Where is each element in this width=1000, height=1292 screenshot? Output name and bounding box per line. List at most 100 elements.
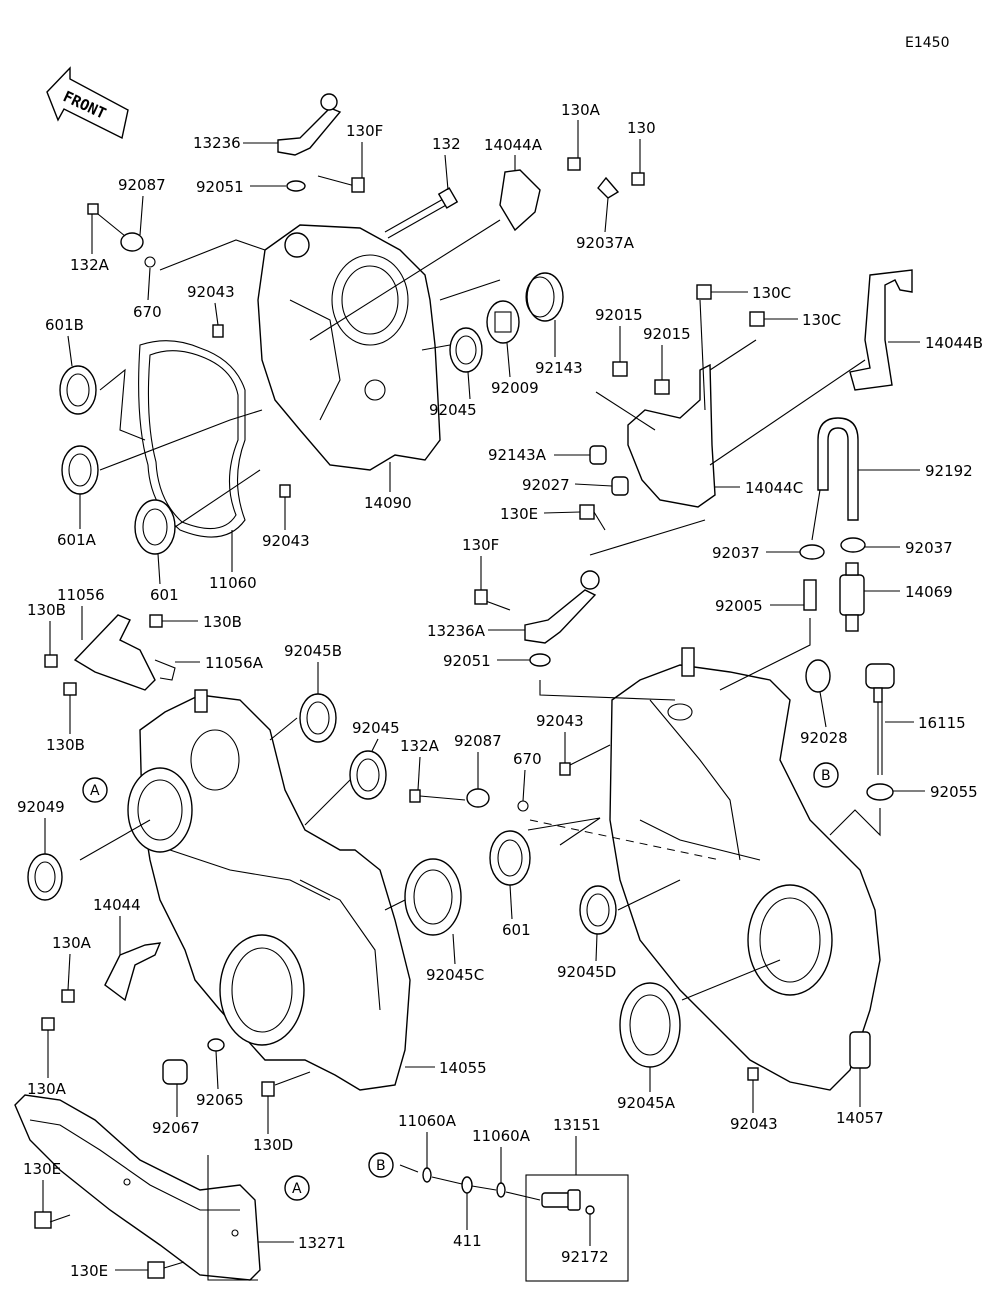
label-601-mid: 601	[502, 921, 531, 939]
label-92005: 92005	[715, 597, 763, 615]
hose-92192-icon	[817, 417, 859, 521]
bolt-130E-bottom-icon	[147, 1261, 165, 1279]
diagram-code: E1450	[905, 35, 949, 51]
clamp-92037-right-icon	[840, 537, 866, 553]
label-132-top: 132	[432, 135, 461, 153]
seal-92049-icon	[27, 853, 63, 901]
clamp-92037-left-icon	[799, 544, 825, 560]
label-92028: 92028	[800, 729, 848, 747]
cover-assembly	[59, 93, 645, 555]
bottom-assembly	[14, 1094, 629, 1282]
label-130A-left: 130A	[52, 934, 92, 952]
label-130E-bottom: 130E	[70, 1262, 108, 1280]
plug-92067-icon	[162, 1059, 188, 1085]
right-case-assembly	[529, 618, 895, 1091]
collar-92143-icon	[525, 272, 564, 322]
svg-text:B: B	[821, 768, 831, 784]
label-92045-top: 92045	[429, 401, 477, 419]
label-92065: 92065	[196, 1091, 244, 1109]
label-92055: 92055	[930, 783, 978, 801]
label-130C-a: 130C	[752, 284, 791, 302]
breather-assembly	[474, 269, 913, 667]
label-92043-top: 92043	[187, 283, 235, 301]
label-92045B: 92045B	[284, 642, 342, 660]
label-92051-mid: 92051	[443, 652, 491, 670]
label-92027: 92027	[522, 476, 570, 494]
washer-92065-icon	[207, 1038, 225, 1052]
breather-filter-14069-icon	[839, 562, 865, 632]
label-92143-top: 92143	[535, 359, 583, 377]
ref-letter-B-bottom: B	[368, 1152, 394, 1178]
label-130A-top: 130A	[561, 101, 601, 119]
bearing-92045A-icon	[619, 982, 681, 1068]
bearing-92045-mid-icon	[349, 750, 387, 800]
bearing-92045B-icon	[299, 693, 337, 743]
label-130C-b: 130C	[802, 311, 841, 329]
label-11056A: 11056A	[205, 654, 264, 672]
svg-text:A: A	[292, 1181, 302, 1197]
label-92087-top: 92087	[118, 176, 166, 194]
front-arrow-icon: FRONT	[46, 66, 129, 140]
label-14044A: 14044A	[484, 136, 543, 154]
bolt-130E-mid-icon	[579, 504, 595, 520]
label-92009: 92009	[491, 379, 539, 397]
sensor-13151-icon	[541, 1189, 595, 1215]
label-14044: 14044	[93, 896, 141, 914]
label-130F-mid: 130F	[462, 536, 499, 554]
washer-92051-top-icon	[286, 180, 306, 192]
svg-text:A: A	[90, 783, 100, 799]
label-11060A-a: 11060A	[398, 1112, 457, 1130]
label-130A-bottom: 130A	[27, 1080, 67, 1098]
label-92087-mid: 92087	[454, 732, 502, 750]
bearing-601A-icon	[61, 445, 99, 495]
label-92143A: 92143A	[488, 446, 547, 464]
bracket-14044B-icon	[849, 269, 913, 391]
dipstick-16115-icon	[865, 663, 895, 775]
bolt-130C-a-icon	[696, 284, 712, 300]
label-92037-left: 92037	[712, 544, 760, 562]
label-14057: 14057	[836, 1109, 884, 1127]
label-92045-mid: 92045	[352, 719, 400, 737]
bolt-130B-icon	[149, 614, 163, 628]
dowel-92043-mid-icon	[279, 484, 291, 498]
label-16115: 16115	[918, 714, 966, 732]
label-130E-mid: 130E	[23, 1160, 61, 1178]
label-11056: 11056	[57, 586, 105, 604]
label-130B-b: 130B	[203, 613, 242, 631]
bearing-92045C-icon	[404, 858, 462, 936]
label-92037A: 92037A	[576, 234, 635, 252]
label-92037-right: 92037	[905, 539, 953, 557]
nut-92015-a-icon	[612, 361, 628, 377]
bearing-601-icon	[134, 499, 176, 555]
label-14055: 14055	[439, 1059, 487, 1077]
shift-lever-13236A-icon	[474, 570, 600, 644]
label-132A-top: 132A	[70, 256, 110, 274]
label-14069: 14069	[905, 583, 953, 601]
seal-92009-icon	[486, 300, 520, 344]
washer-411-icon	[461, 1176, 473, 1194]
bolt-130F-top-icon	[317, 175, 365, 193]
washer-92051-mid-icon	[529, 653, 551, 667]
dowel-92043-bottom-icon	[747, 1067, 759, 1081]
label-14090: 14090	[364, 494, 412, 512]
left-case-assembly	[27, 614, 601, 1097]
sensor-13151-box	[525, 1174, 629, 1282]
label-92015-b: 92015	[643, 325, 691, 343]
bracket-14044C-icon	[627, 363, 716, 508]
label-92043-bottom: 92043	[730, 1115, 778, 1133]
label-92043-mid: 92043	[262, 532, 310, 550]
washer-11060A-b-icon	[496, 1182, 506, 1198]
bracket-14044-icon	[104, 942, 162, 1002]
label-130F-top: 130F	[346, 122, 383, 140]
label-13271: 13271	[298, 1234, 346, 1252]
label-670-mid: 670	[513, 750, 542, 768]
label-11060A-b: 11060A	[472, 1127, 531, 1145]
label-130B-a: 130B	[27, 601, 66, 619]
label-130D: 130D	[253, 1136, 293, 1154]
shift-lever-13236-icon	[277, 93, 342, 156]
oring-92055-icon	[866, 783, 894, 801]
label-132A-mid: 132A	[400, 737, 440, 755]
label-11060: 11060	[209, 574, 257, 592]
ref-letter-A-bottom: A	[284, 1175, 310, 1201]
